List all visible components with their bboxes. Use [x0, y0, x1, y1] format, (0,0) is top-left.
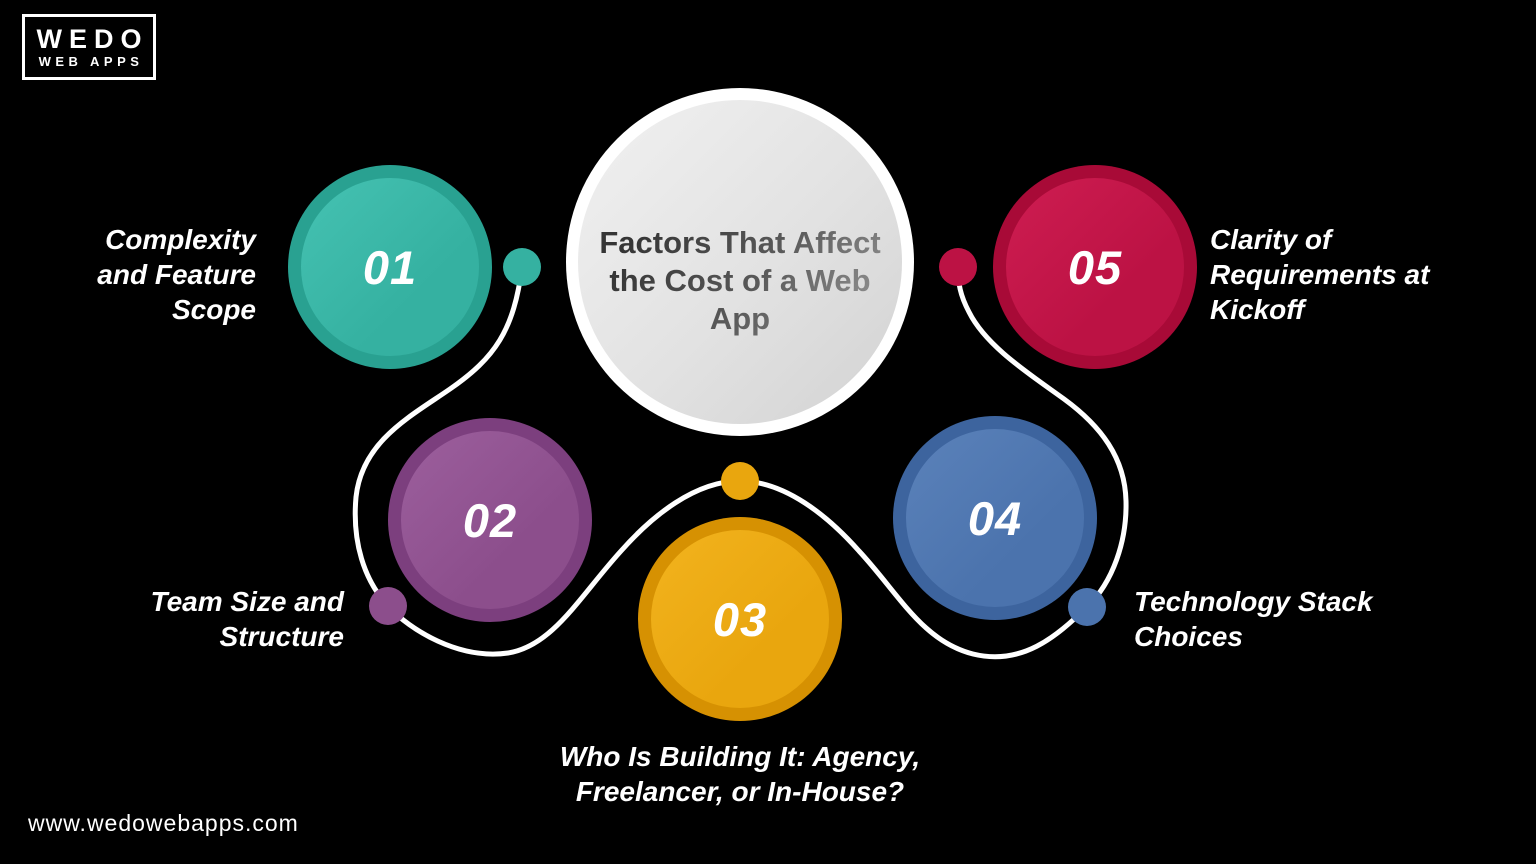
- factor-circle-02-inner: [401, 431, 579, 609]
- factor-dot-05: [939, 248, 977, 286]
- factor-number-02: 02: [462, 493, 518, 547]
- factor-circle-05: 05: [993, 165, 1197, 369]
- factor-dot-01: [503, 248, 541, 286]
- factor-number-05: 05: [1067, 240, 1123, 294]
- factor-circle-01: 01: [288, 165, 492, 369]
- connector-path: [352, 264, 1129, 660]
- factor-circle-04: 04: [893, 416, 1097, 620]
- main-title: Factors That Affect the Cost of a Web Ap…: [580, 224, 900, 338]
- factor-circle-04-inner: [906, 429, 1084, 607]
- logo-text-bottom: WEB APPS: [38, 54, 144, 69]
- factor-label-03: Who Is Building It: Agency, Freelancer, …: [559, 741, 921, 807]
- factor-number-03: 03: [712, 592, 768, 646]
- factor-label-01: Complexity and Feature Scope: [97, 224, 256, 325]
- factor-circle-03-inner: [651, 530, 829, 708]
- factor-circle-05-inner: [1006, 178, 1184, 356]
- factor-label-04: Technology Stack Choices: [1134, 586, 1373, 652]
- logo-text-top: WEDO: [36, 24, 149, 54]
- logo: WEDO WEB APPS: [22, 14, 156, 80]
- factor-label-05: Clarity of Requirements at Kickoff: [1210, 224, 1430, 325]
- factor-number-01: 01: [362, 240, 418, 294]
- factor-dot-02: [369, 587, 407, 625]
- factor-dot-03: [721, 462, 759, 500]
- factor-number-04: 04: [967, 491, 1023, 545]
- center-circle: [566, 88, 914, 436]
- factor-dot-04: [1068, 588, 1106, 626]
- website-url: www.wedowebapps.com: [28, 810, 299, 836]
- factor-circle-03: 03: [638, 517, 842, 721]
- factor-circle-02: 02: [388, 418, 592, 622]
- factor-circle-01-inner: [301, 178, 479, 356]
- factor-label-02: Team Size and Structure: [150, 586, 344, 652]
- center-circle-inner: [578, 100, 902, 424]
